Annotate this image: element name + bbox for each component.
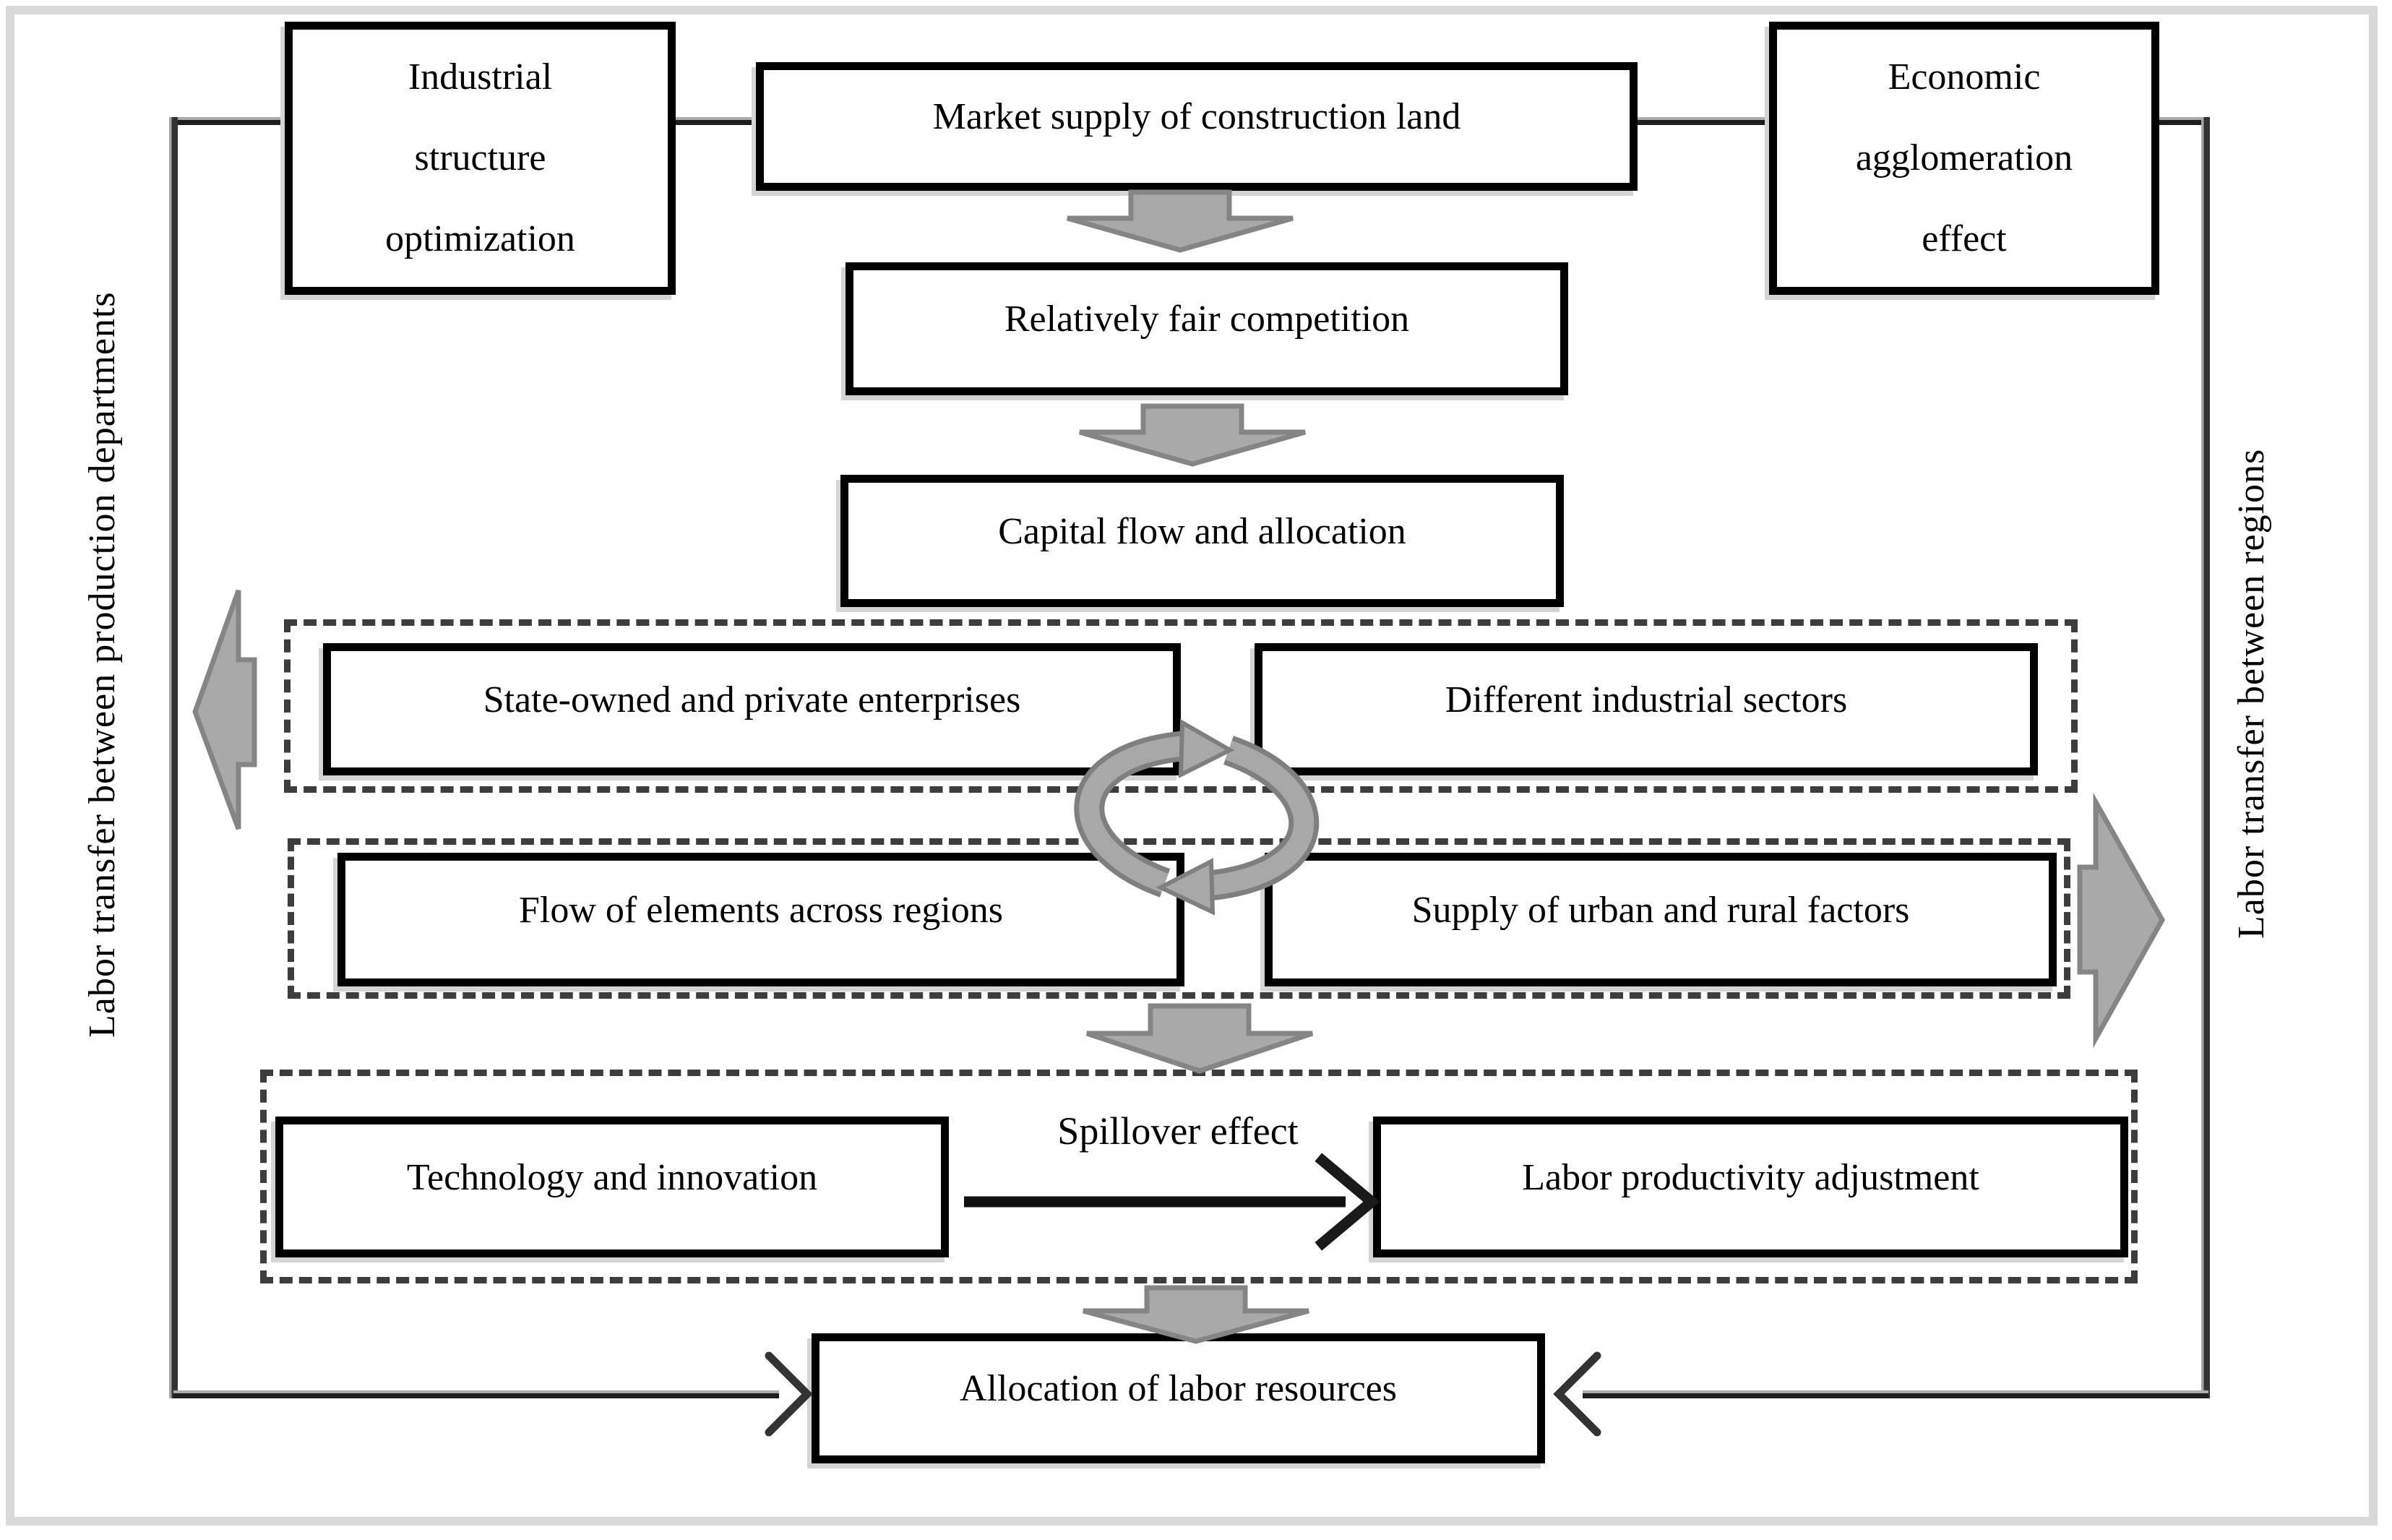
- connector-right-loop-top: [2158, 117, 2210, 125]
- down-block-arrow-1-icon: [1067, 189, 1294, 253]
- connector-market-economic: [1636, 117, 1771, 125]
- box-urban-rural-factors: Supply of urban and rural factors: [1265, 853, 2057, 986]
- box-capital-flow: Capital flow and allocation: [840, 475, 1564, 607]
- right-loop-line: [2201, 117, 2210, 1398]
- outer-frame: [6, 6, 2378, 1526]
- box-industrial-sectors: Different industrial sectors: [1255, 643, 2038, 775]
- box-technology-innovation: Technology and innovation: [275, 1117, 949, 1257]
- right-loop-line-bottom: [1583, 1390, 2208, 1398]
- box-flow-of-elements-label: Flow of elements across regions: [518, 889, 1004, 931]
- box-technology-innovation-label: Technology and innovation: [406, 1156, 818, 1198]
- box-market-supply-label: Market supply of construction land: [932, 96, 1461, 138]
- box-urban-rural-factors-label: Supply of urban and rural factors: [1411, 889, 1910, 931]
- box-economic-agglomeration: Economic agglomeration effect: [1769, 22, 2159, 295]
- connector-left-loop-top: [173, 117, 286, 125]
- dashed-group-elements-factors: [288, 838, 2070, 999]
- allocation-right-arrowhead: [1553, 1351, 1601, 1437]
- box-state-owned-enterprises: State-owned and private enterprises: [323, 643, 1181, 775]
- right-block-arrow-shape: [2077, 792, 2166, 1049]
- box-economic-line1: Economic: [1888, 56, 2041, 98]
- box-state-owned-label: State-owned and private enterprises: [483, 679, 1021, 720]
- down-block-arrow-4-icon: [1083, 1285, 1309, 1344]
- spillover-effect-label: Spillover effect: [1057, 1109, 1299, 1153]
- box-economic-line2: agglomeration: [1855, 137, 2073, 178]
- box-market-supply: Market supply of construction land: [756, 62, 1638, 191]
- box-industrial-line2: structure: [414, 137, 546, 178]
- spillover-arrow-icon: [964, 1153, 1380, 1251]
- dashed-group-enterprises-sectors: [284, 619, 2078, 793]
- box-industrial-sectors-label: Different industrial sectors: [1445, 679, 1848, 720]
- left-loop-line: [169, 117, 178, 1398]
- left-loop-line-bottom: [173, 1390, 779, 1398]
- spillover-arrowhead: [1315, 1153, 1380, 1251]
- cycle-bottom-arrowhead: [1156, 858, 1216, 916]
- box-fair-competition-label: Relatively fair competition: [1004, 298, 1410, 340]
- box-labor-productivity-label: Labor productivity adjustment: [1522, 1156, 1979, 1198]
- down-block-arrow-1-shape: [1067, 189, 1294, 253]
- box-capital-flow-label: Capital flow and allocation: [998, 510, 1406, 552]
- down-block-arrow-4-shape: [1083, 1285, 1309, 1344]
- down-block-arrow-3-shape: [1085, 1003, 1314, 1074]
- box-fair-competition: Relatively fair competition: [846, 262, 1568, 395]
- box-labor-productivity: Labor productivity adjustment: [1373, 1117, 2128, 1257]
- chevron-right-arrowhead-icon: [765, 1351, 813, 1437]
- down-block-arrow-3-icon: [1085, 1003, 1314, 1074]
- box-allocation-labor-label: Allocation of labor resources: [959, 1368, 1397, 1410]
- connector-industrial-market: [674, 117, 757, 125]
- box-industrial-structure: Industrial structure optimization: [285, 22, 676, 295]
- down-block-arrow-2-icon: [1079, 403, 1306, 467]
- chevron-left-arrowhead-icon: [1553, 1351, 1601, 1437]
- box-flow-of-elements: Flow of elements across regions: [337, 853, 1184, 986]
- box-industrial-line1: Industrial: [408, 56, 553, 98]
- cycle-top-arrowhead: [1178, 718, 1235, 778]
- allocation-left-arrowhead: [765, 1351, 813, 1437]
- box-economic-line3: effect: [1922, 218, 2007, 259]
- box-industrial-line3: optimization: [385, 218, 575, 259]
- down-block-arrow-2-shape: [1079, 403, 1306, 467]
- cycle-right-arc: [1204, 740, 1315, 896]
- cycle-arrows-icon: [1074, 718, 1320, 916]
- left-block-arrow-shape: [192, 589, 257, 830]
- right-block-arrow-icon: [2077, 792, 2166, 1049]
- cycle-left-arc: [1079, 736, 1187, 893]
- left-block-arrow-icon: [192, 589, 257, 830]
